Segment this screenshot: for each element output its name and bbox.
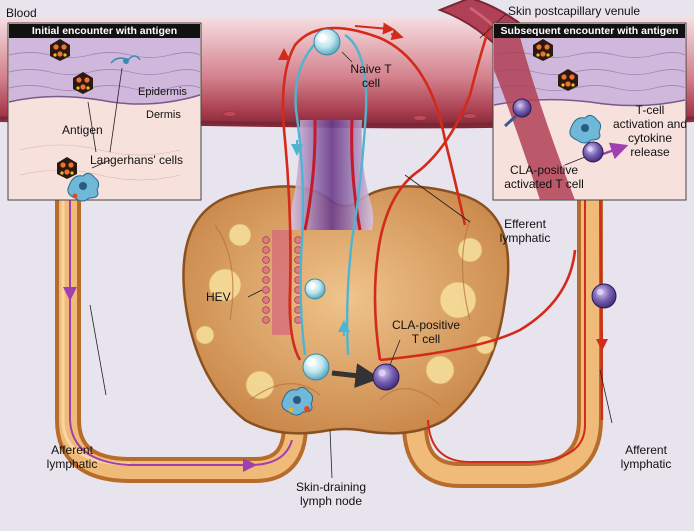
naive-t-cell-icon <box>313 28 341 56</box>
naive-t-cell-icon <box>304 278 326 300</box>
langerhans-cell-icon <box>281 386 314 416</box>
inset-initial-encounter <box>7 22 202 201</box>
cla-t-cell-icon <box>503 98 532 128</box>
cla-t-cell-icon <box>591 283 617 309</box>
label-lymph-node: Skin-draining lymph node <box>295 480 367 508</box>
label-epidermis: Epidermis <box>138 86 187 98</box>
label-antigen: Antigen <box>62 123 103 137</box>
antigen-icon <box>73 72 93 94</box>
label-afferent-right: Afferent lymphatic <box>620 443 672 471</box>
flow-arrow-icon <box>331 363 381 389</box>
antigen-icon <box>50 39 70 61</box>
cla-t-cell-icon <box>372 363 400 391</box>
label-langerhans: Langerhans' cells <box>90 153 184 167</box>
inset-title-subsequent: Subsequent encounter with antigen <box>494 24 685 38</box>
blood-flow-path <box>281 26 467 361</box>
label-afferent-left: Afferent lymphatic <box>46 443 98 471</box>
langerhans-cell-icon <box>67 172 100 202</box>
dendritic-migration-path <box>69 200 293 466</box>
label-hev: HEV <box>206 290 231 304</box>
antigen-icon <box>558 69 578 91</box>
label-skin-venule: Skin postcapillary venule <box>508 4 641 18</box>
label-cla-positive-t-cell: CLA-positive T cell <box>391 318 461 346</box>
label-naive-t-cell: Naive T cell <box>350 62 392 90</box>
label-blood: Blood <box>6 6 37 20</box>
label-efferent-lymphatic: Efferent lymphatic <box>499 217 551 245</box>
antigen-icon <box>57 157 77 179</box>
langerhans-cell-icon <box>569 114 602 144</box>
inset-title-initial: Initial encounter with antigen <box>9 24 200 38</box>
label-cla-activated: CLA-positive activated T cell <box>504 163 584 191</box>
naive-t-cell-icon <box>302 353 330 381</box>
antigen-icon <box>533 39 553 61</box>
cla-t-cell-icon <box>582 141 604 163</box>
label-t-cell-activation: T-cell activation and cytokine release <box>612 103 688 159</box>
naive-t-cell-path <box>294 34 326 356</box>
label-dermis: Dermis <box>146 109 181 121</box>
